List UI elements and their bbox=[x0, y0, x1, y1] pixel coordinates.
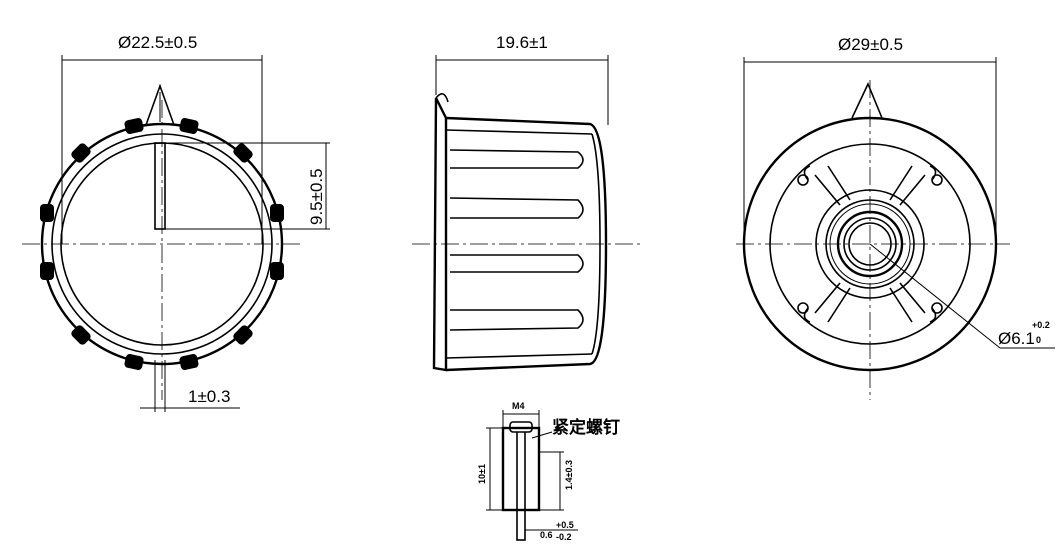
indicator-height-label: 9.5±0.5 bbox=[307, 168, 326, 225]
screw-height-label: 10±1 bbox=[477, 464, 487, 484]
rear-outer-diameter-label: Ø29±0.5 bbox=[838, 35, 903, 54]
set-screw-detail: M4 紧定螺钉 10±1 1.4±0.3 0.6 +0.5 -0.2 bbox=[477, 401, 620, 542]
shaft-width-label: 1±0.3 bbox=[188, 387, 230, 406]
rear-view: Ø29±0.5 Ø6.1 +0.2 0 bbox=[736, 35, 1055, 400]
side-view: 19.6±1 bbox=[412, 33, 640, 372]
bore-diameter-label: Ø6.1 bbox=[998, 329, 1035, 348]
screw-thread-label: M4 bbox=[512, 401, 525, 411]
screw-gap-label: 0.6 bbox=[540, 530, 553, 540]
front-view: Ø22.5±0.5 9.5±0.5 1±0.3 bbox=[22, 33, 330, 412]
screw-gap-tol-lower: -0.2 bbox=[556, 532, 572, 542]
screw-depth-label: 1.4±0.3 bbox=[564, 460, 574, 490]
screw-gap-tol-upper: +0.5 bbox=[556, 520, 574, 530]
side-length-label: 19.6±1 bbox=[496, 33, 548, 52]
set-screw-label: 紧定螺钉 bbox=[552, 417, 620, 438]
bore-tol-lower: 0 bbox=[1036, 335, 1041, 345]
bore-tol-upper: +0.2 bbox=[1032, 320, 1050, 330]
front-outer-diameter-label: Ø22.5±0.5 bbox=[118, 33, 197, 52]
